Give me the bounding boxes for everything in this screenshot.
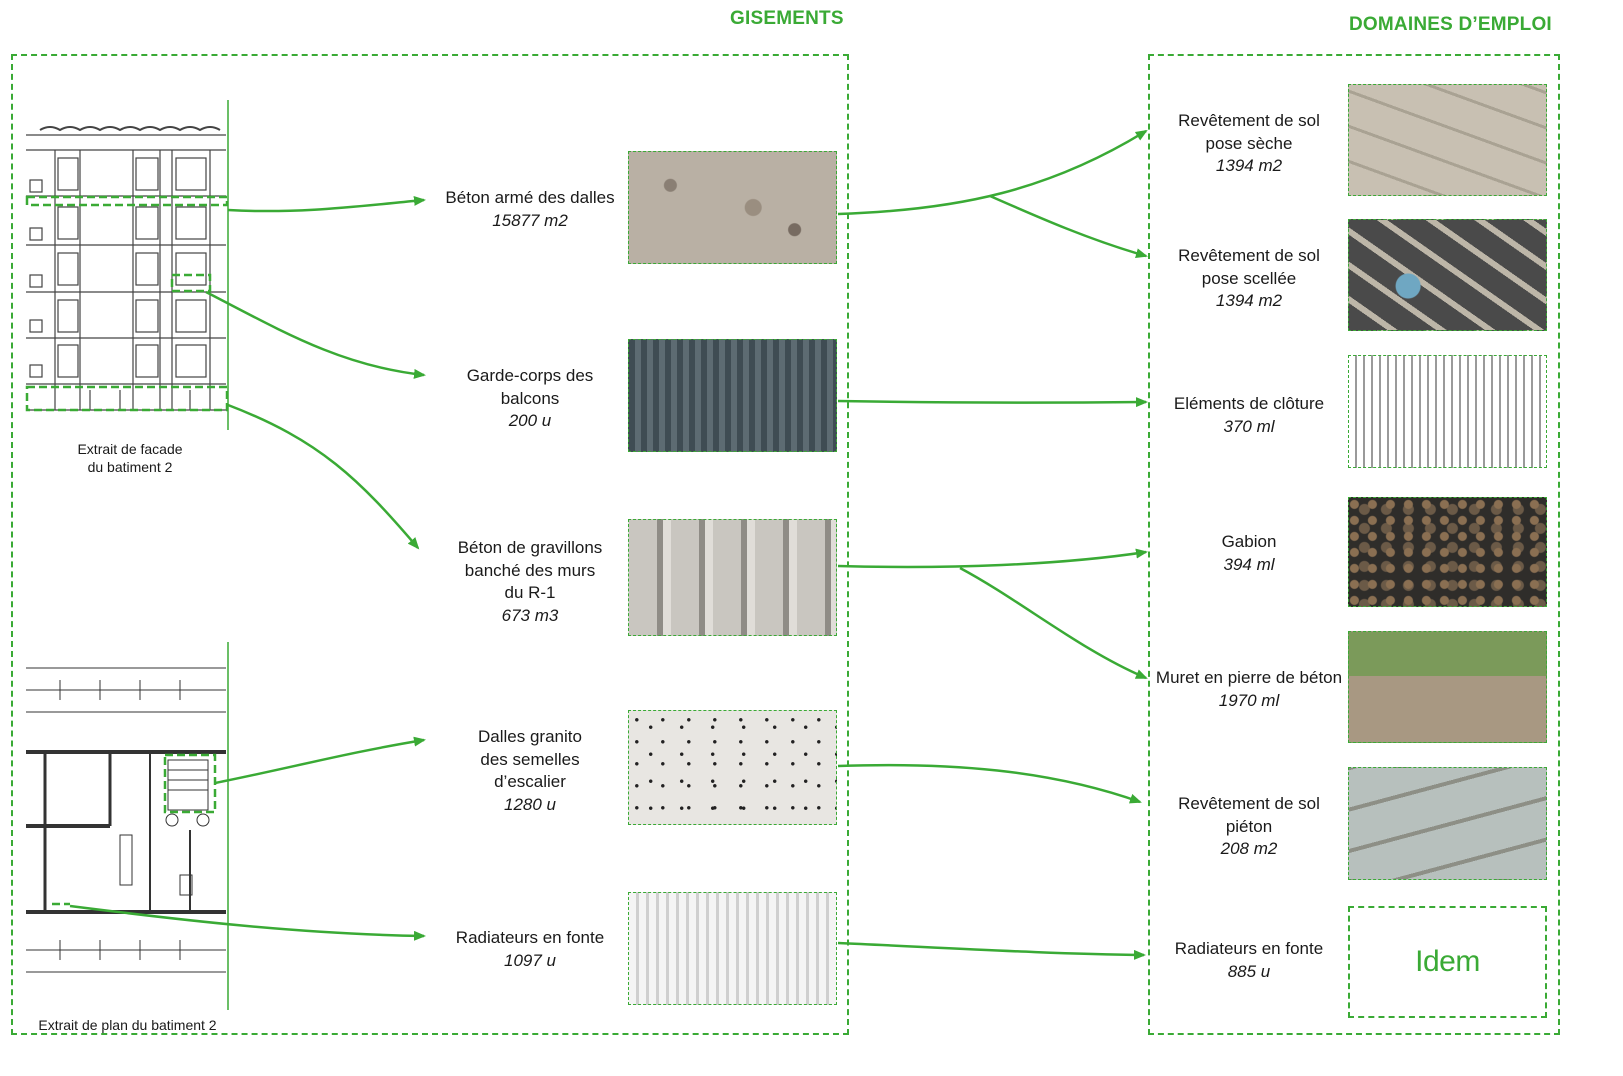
arrow-garde-corps-to-cloture [837,397,1148,408]
photo-beton-gravillons [628,519,837,636]
photo-radiateurs [628,892,837,1005]
arrow-gravillons-to-muret [959,566,1148,680]
photo-beton-dalles [628,151,837,264]
arrow-gravillons-to-gabion [837,548,1148,569]
idem-box: Idem [1348,906,1547,1018]
idem-text: Idem [1415,945,1480,978]
photo-sol-pieton [1348,767,1547,880]
arrow-dalles-to-pose-seche [837,129,1148,216]
arrow-dalles-to-pose-scellee [989,194,1148,259]
domaines-header: DOMAINES D’EMPLOI [1349,14,1552,35]
photo-dalles-granito [628,710,837,825]
photo-sol-pose-scellee [1348,219,1547,331]
gisements-panel [11,54,849,1035]
arrow-granito-to-sol-pieton [837,763,1142,804]
photo-garde-corps [628,339,837,452]
photo-muret [1348,631,1547,743]
photo-gabion [1348,497,1547,607]
gisements-header: GISEMENTS [730,8,844,29]
arrow-radiateurs-to-radiateurs [837,941,1146,960]
photo-sol-pose-seche [1348,84,1547,196]
plan-caption: Extrait de plan du batiment 2 [38,1017,217,1033]
domaines-panel [1148,54,1560,1035]
photo-elements-cloture [1348,355,1547,468]
